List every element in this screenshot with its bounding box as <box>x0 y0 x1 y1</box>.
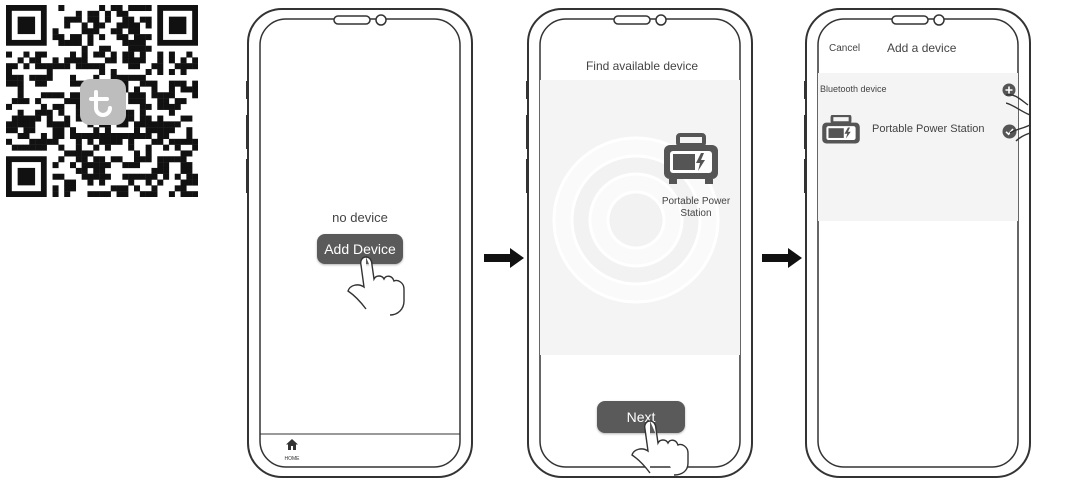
phone-step-2: Find available device Portable Power Sta… <box>526 7 754 479</box>
add-icon <box>1002 83 1016 97</box>
found-device-name: Portable Power Station <box>661 196 731 219</box>
device-name: Portable Power Station <box>872 123 985 135</box>
check-icon <box>1002 124 1017 139</box>
right-arrow-icon <box>762 248 802 268</box>
section-label: Bluetooth device <box>820 84 887 94</box>
right-arrow-icon <box>484 248 524 268</box>
screen-title: Find available device <box>585 59 699 73</box>
screen-title: Add a device <box>887 41 957 55</box>
nav-home-label: HOME <box>284 456 300 462</box>
power-station-icon <box>664 133 718 184</box>
qr-code-icon <box>6 5 198 197</box>
qr-code <box>6 5 198 197</box>
cancel-button[interactable]: Cancel <box>829 43 861 54</box>
home-icon <box>286 439 298 450</box>
lightning-icon <box>696 153 705 171</box>
scan-waves <box>552 136 720 304</box>
add-device-toggle[interactable] <box>1002 83 1016 97</box>
nav-home[interactable]: HOME <box>280 438 304 464</box>
power-station-icon <box>822 115 860 144</box>
device-list <box>818 73 1018 221</box>
add-device-button[interactable]: Add Device <box>317 234 403 264</box>
pointing-hand-icon <box>631 420 689 476</box>
lightning-icon <box>844 127 851 139</box>
phone-step-1: no device Add Device HOME <box>246 7 474 479</box>
device-row[interactable]: Portable Power Station <box>820 113 1017 149</box>
pointing-hand-icon <box>347 256 405 316</box>
pointing-hand-icon <box>1006 93 1030 142</box>
scan-area <box>540 80 740 355</box>
tuya-logo-icon <box>80 79 126 125</box>
phone-step-3: Cancel Add a device Bluetooth device Por… <box>804 7 1032 479</box>
no-device-label: no device <box>332 210 388 225</box>
